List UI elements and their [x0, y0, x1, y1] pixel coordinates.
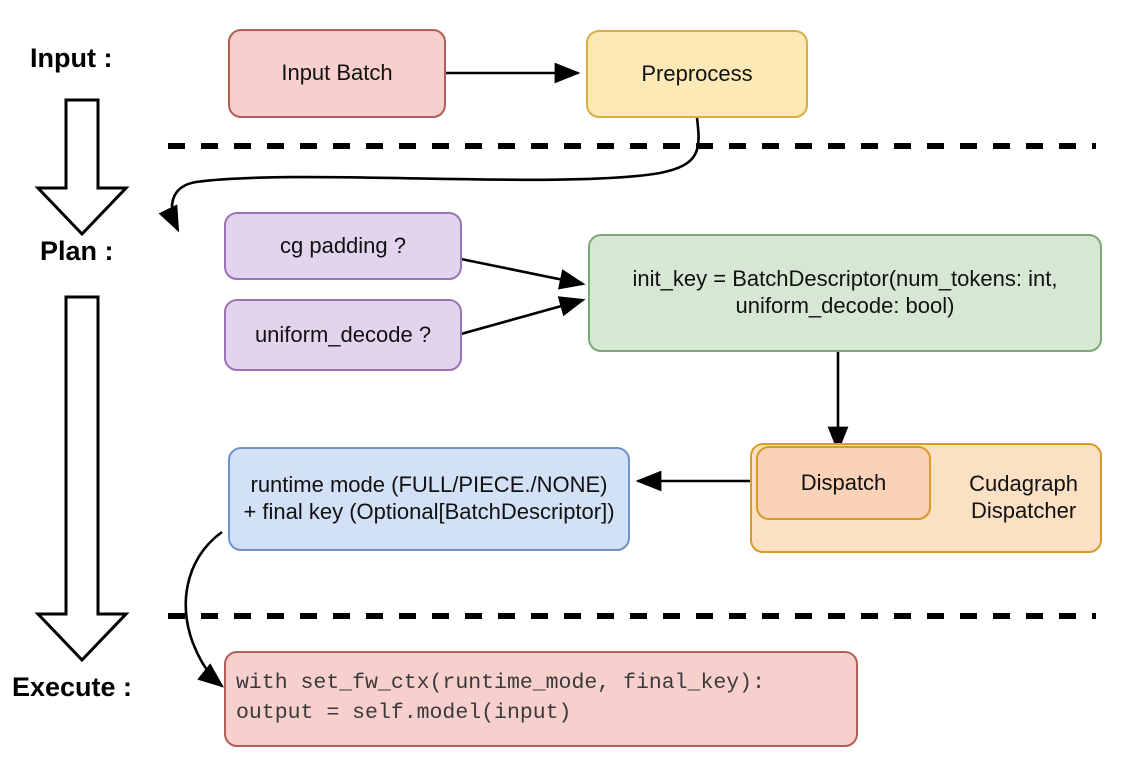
stage-label-plan: Plan : — [40, 236, 114, 266]
node-runtime-mode[interactable]: runtime mode (FULL/PIECE./NONE) + final … — [228, 447, 630, 551]
block-arrow-plan-to-execute — [34, 295, 130, 663]
arrow-cg-padding-to-init-key — [460, 257, 586, 290]
node-input-batch[interactable]: Input Batch — [228, 29, 446, 118]
node-cg-padding[interactable]: cg padding ? — [224, 212, 462, 280]
stage-label-execute: Execute : — [12, 672, 133, 702]
arrow-runtime-mode-to-execute-code — [184, 530, 225, 688]
arrow-uniform-decode-to-init-key — [460, 296, 586, 336]
block-arrow-input-to-plan — [34, 98, 130, 237]
stage-label-input: Input : — [30, 43, 113, 73]
node-preprocess[interactable]: Preprocess — [586, 30, 808, 118]
node-execute-code[interactable]: with set_fw_ctx(runtime_mode, final_key)… — [224, 651, 858, 747]
node-uniform-decode[interactable]: uniform_decode ? — [224, 299, 462, 371]
node-dispatch[interactable]: Dispatch — [756, 446, 931, 520]
node-init-key[interactable]: init_key = BatchDescriptor(num_tokens: i… — [588, 234, 1102, 352]
